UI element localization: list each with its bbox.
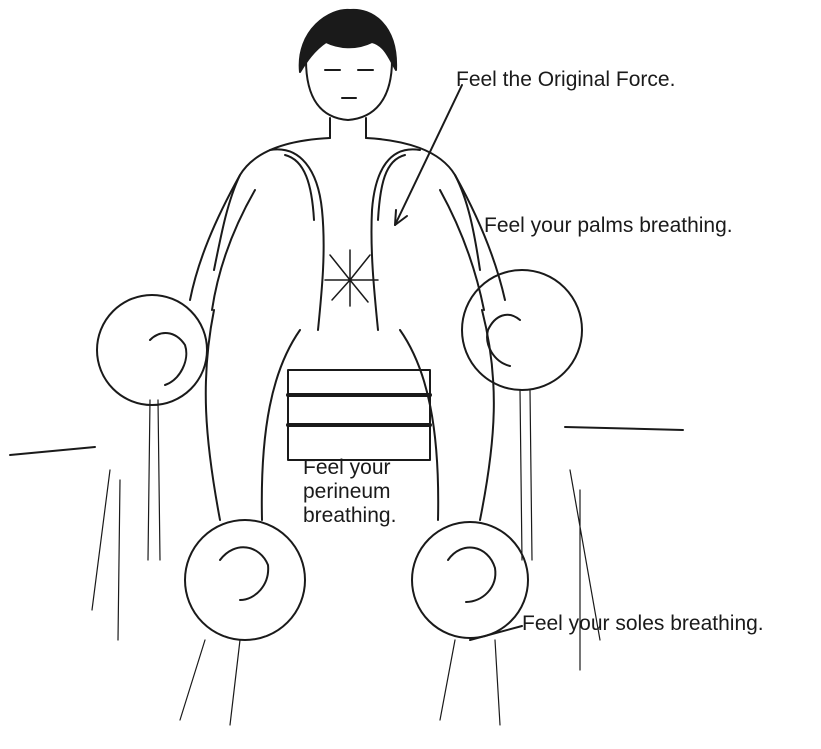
right-channel bbox=[371, 149, 420, 330]
soles-pointer bbox=[470, 626, 522, 640]
chair-top bbox=[288, 370, 430, 460]
left-channel bbox=[270, 149, 324, 330]
label-soles-breathing: Feel your soles breathing. bbox=[522, 612, 764, 636]
right-palm-circle bbox=[462, 270, 582, 390]
floor-right bbox=[565, 427, 683, 430]
floor-left bbox=[10, 447, 95, 455]
label-original-force: Feel the Original Force. bbox=[456, 68, 675, 92]
left-leg-outer bbox=[206, 310, 220, 520]
label-perineum-breathing: Feel your perineum breathing. bbox=[303, 456, 413, 528]
left-arm bbox=[190, 175, 255, 310]
head bbox=[306, 60, 392, 120]
left-foot bbox=[220, 547, 268, 600]
right-sole-circle bbox=[412, 522, 528, 638]
chair-slat bbox=[288, 395, 430, 425]
label-palms-breathing: Feel your palms breathing. bbox=[484, 214, 733, 238]
left-hand bbox=[150, 333, 186, 385]
navel-radiance bbox=[325, 250, 378, 306]
right-foot bbox=[448, 548, 495, 602]
left-palm-circle bbox=[97, 295, 207, 405]
left-sole-circle bbox=[185, 520, 305, 640]
right-arm bbox=[440, 175, 505, 310]
hair bbox=[300, 10, 396, 72]
